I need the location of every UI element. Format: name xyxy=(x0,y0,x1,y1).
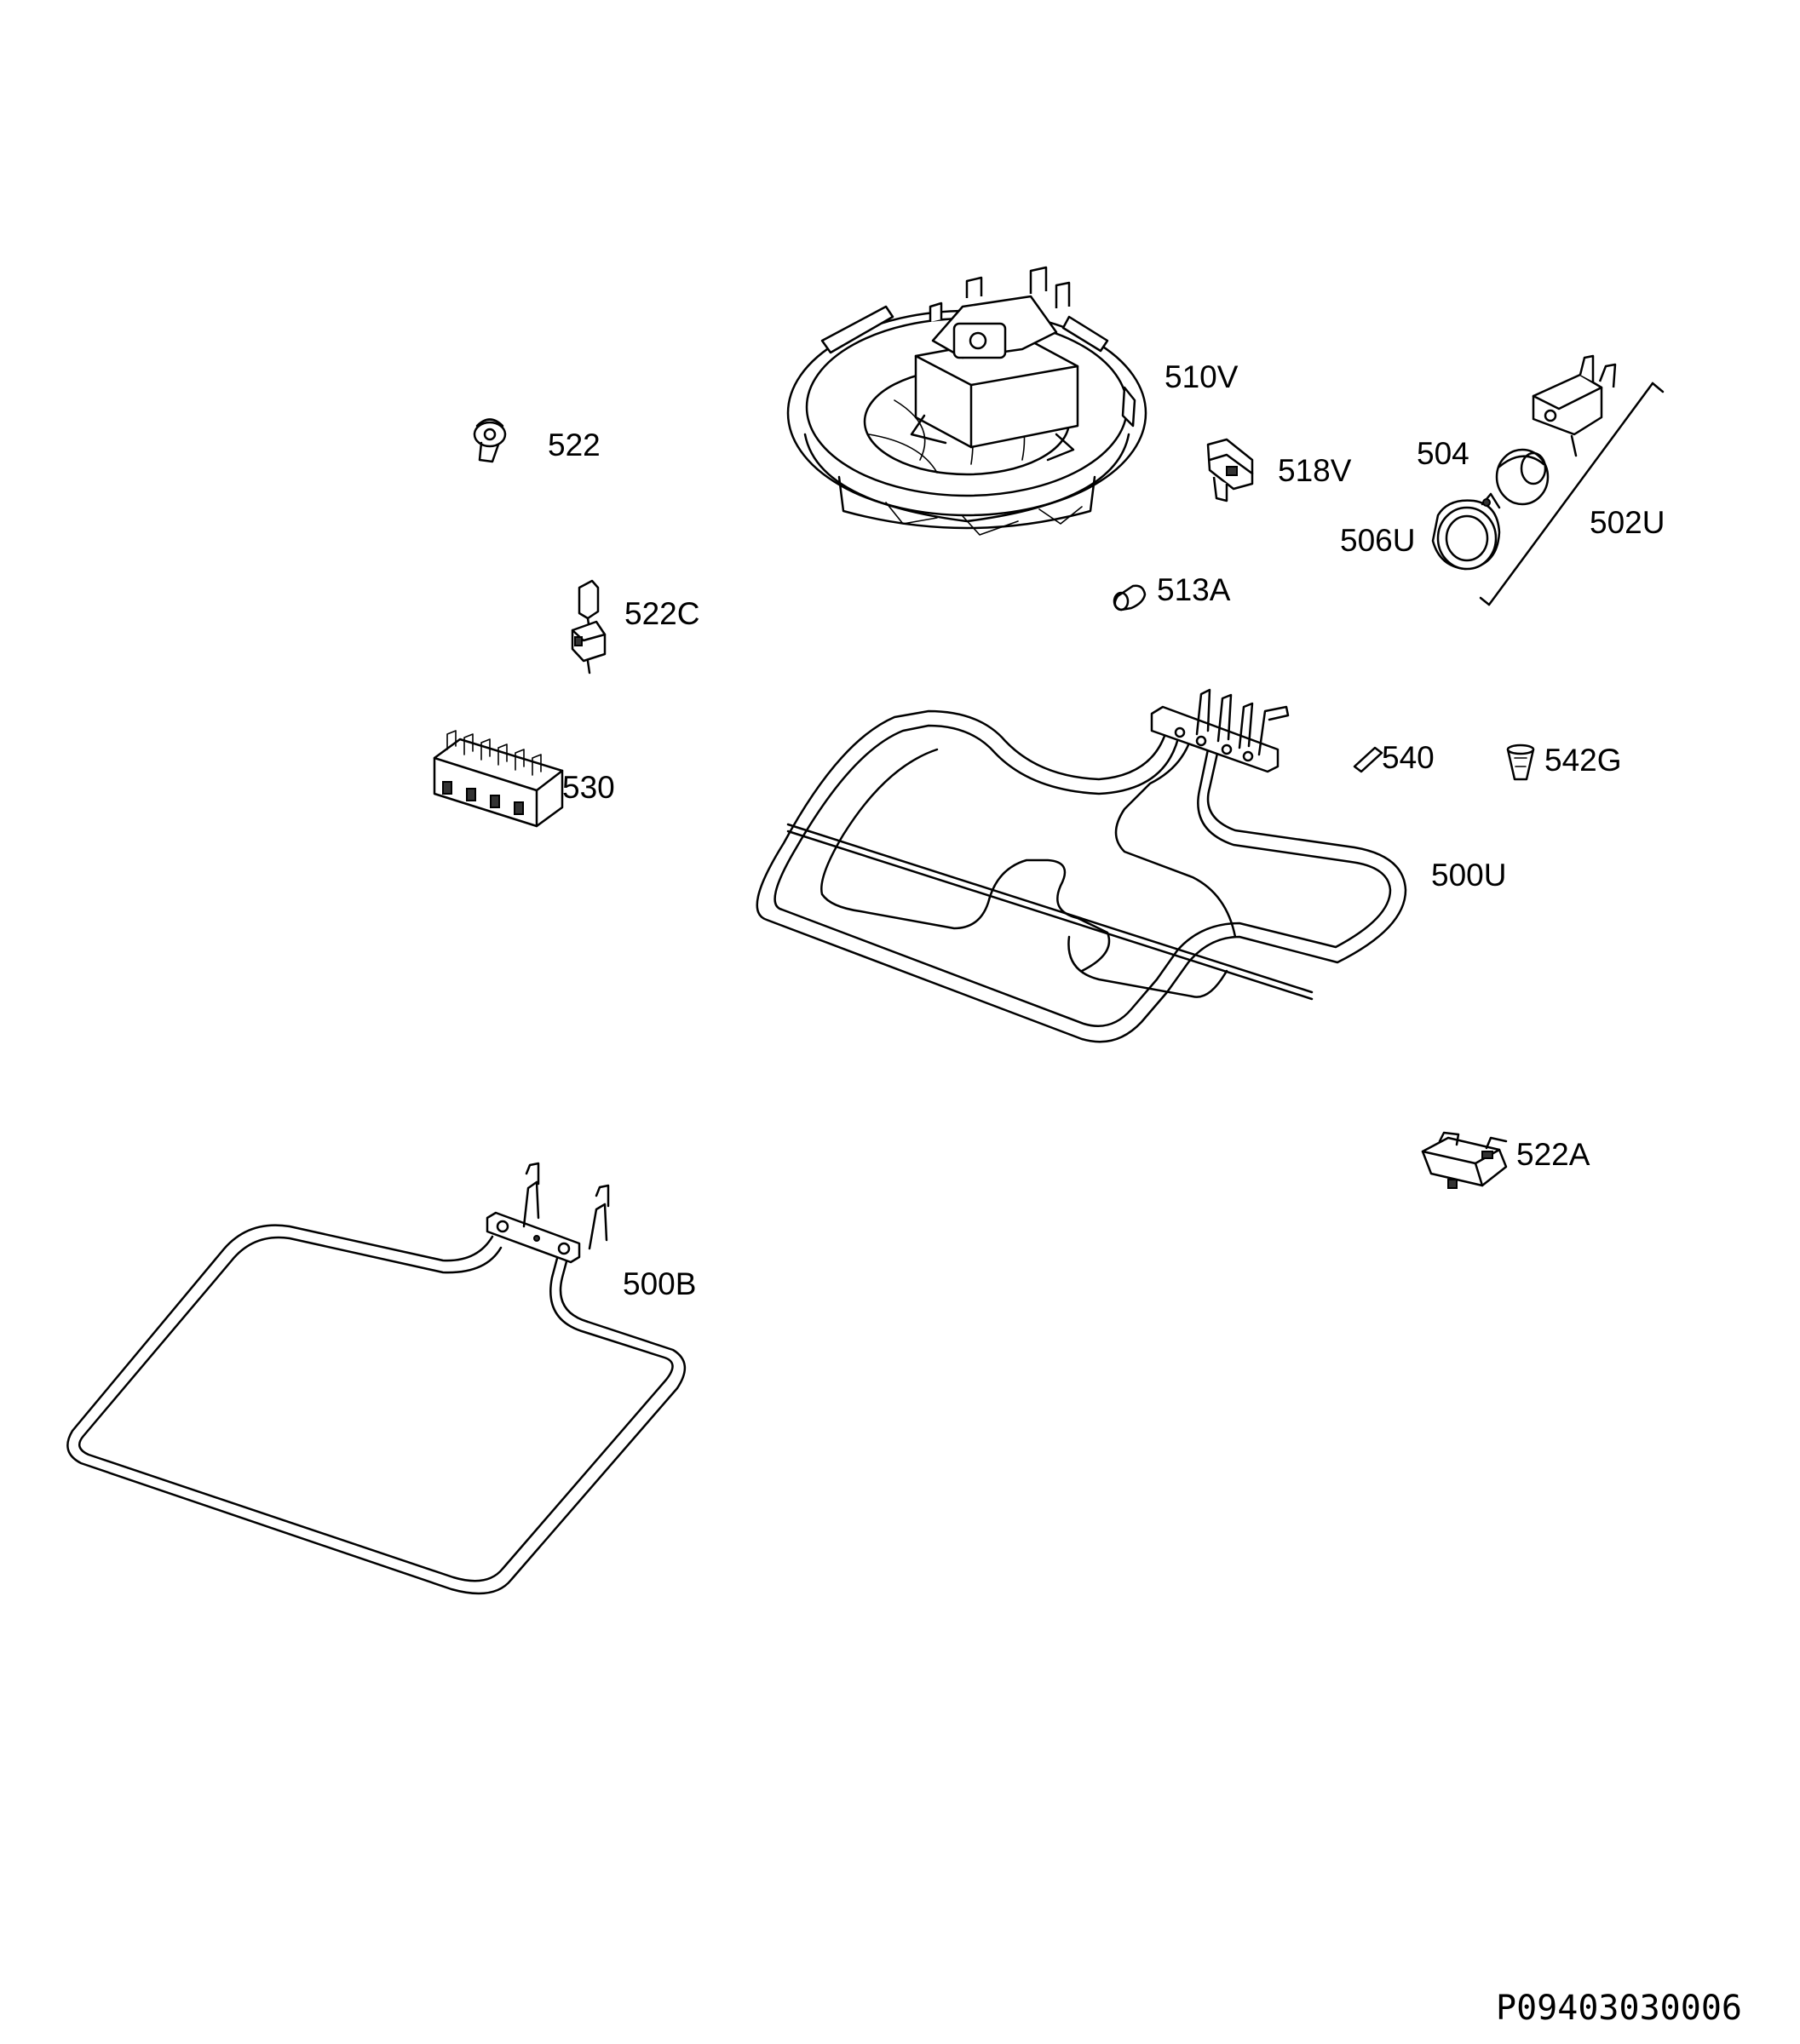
label-522: 522 xyxy=(548,428,601,462)
part-542g-cone-spacer xyxy=(1506,744,1535,781)
part-522-clip xyxy=(473,418,507,463)
label-542g: 542G xyxy=(1544,743,1622,778)
part-504-lamp-bulb xyxy=(1495,448,1550,506)
label-502u: 502U xyxy=(1590,505,1665,540)
part-500u-upper-heating-element xyxy=(756,688,1407,1043)
part-506u-lamp-cover xyxy=(1431,492,1501,571)
label-500b: 500B xyxy=(623,1266,696,1301)
part-540-pin xyxy=(1353,746,1383,773)
part-522a-thermostat xyxy=(1421,1131,1508,1189)
label-506u: 506U xyxy=(1340,523,1415,558)
part-510v-fan-motor xyxy=(786,266,1147,536)
part-513a-sleeve xyxy=(1113,584,1147,611)
label-540: 540 xyxy=(1382,740,1435,775)
label-530: 530 xyxy=(562,770,615,805)
label-518v: 518V xyxy=(1278,453,1352,488)
part-518v-bracket xyxy=(1206,438,1254,502)
label-510v: 510V xyxy=(1165,359,1239,394)
part-530-terminal-block xyxy=(433,730,564,828)
part-522c-switch xyxy=(571,579,607,675)
label-513a: 513A xyxy=(1157,572,1231,607)
part-500b-lower-heating-element xyxy=(66,1162,686,1595)
drawing-code: P09403030006 xyxy=(1496,1989,1742,2028)
part-502u-lamp-assembly xyxy=(1479,354,1665,606)
label-504: 504 xyxy=(1417,436,1469,471)
label-522a: 522A xyxy=(1516,1137,1590,1172)
label-500u: 500U xyxy=(1431,858,1506,893)
label-522c: 522C xyxy=(624,596,699,631)
